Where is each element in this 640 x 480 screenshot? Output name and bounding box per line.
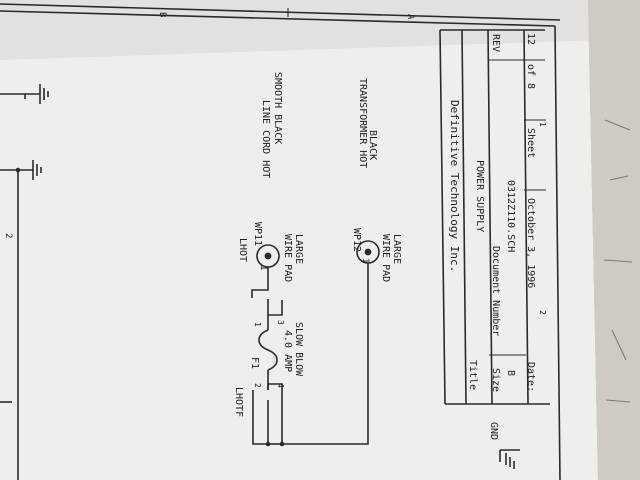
border-top-inner-line xyxy=(0,10,556,27)
date-value: October 3, 1996 xyxy=(525,198,536,288)
size-value: B xyxy=(505,370,516,376)
gnd-net-label: GND xyxy=(488,422,499,440)
ground-symbol-mid xyxy=(32,160,42,180)
wp11-type-1: WIRE PAD xyxy=(282,234,293,282)
column-mark-1: 1 xyxy=(538,122,547,127)
sheet-label: Sheet xyxy=(525,128,536,158)
wp11-type-2: LARGE xyxy=(293,234,304,264)
f1-pin-4: 4 xyxy=(276,383,285,388)
ground-symbol-top xyxy=(39,84,49,104)
wp12-wire-pad-center xyxy=(364,248,372,256)
f1-ref: F1 xyxy=(249,357,260,369)
column-mark-2: 2 xyxy=(538,310,547,315)
document-number-label: Document Number xyxy=(490,246,501,336)
wp11-pin: 1 xyxy=(258,265,268,270)
ground-symbol-gnd xyxy=(499,449,520,469)
document-number-value: 0312Z110.SCH xyxy=(505,180,516,252)
company-name: Definitive Technology Inc. xyxy=(448,100,461,272)
wp12-ref: WP12 xyxy=(351,228,362,252)
underlying-page xyxy=(588,0,640,480)
f1-rating: 4.0 AMP xyxy=(282,330,293,372)
wp12-type-1: WIRE PAD xyxy=(380,234,391,282)
fuse-bottom-bracket xyxy=(267,383,283,400)
wp11-ref: WP11 xyxy=(252,222,263,246)
f1-fuse-symbol xyxy=(258,329,278,371)
lhot-net-label: LHOT xyxy=(237,238,248,262)
border-right-line xyxy=(554,25,561,480)
underlying-page-marks xyxy=(603,119,633,403)
wp11-note-2: SMOOTH BLACK xyxy=(272,72,283,144)
border-top-line xyxy=(0,3,561,21)
wp11-note-1: LINE CORD HOT xyxy=(260,100,271,178)
title-block: Definitive Technology Inc. Title POWER S… xyxy=(439,29,550,405)
zone-label-a: A xyxy=(405,14,415,20)
f1-pin-2: 2 xyxy=(253,383,262,388)
sheet-total: 12 xyxy=(525,33,536,45)
title-block-divider-2 xyxy=(487,29,493,405)
wp12-type-2: LARGE xyxy=(391,234,402,264)
title-label: Title xyxy=(467,360,478,390)
f1-pin-1: 1 xyxy=(253,322,262,327)
wire-lhot xyxy=(251,267,269,298)
lhotf-net-label: LHOTF xyxy=(233,387,244,417)
schematic-sheet xyxy=(0,0,598,480)
junction-dot-lhotf xyxy=(265,441,271,447)
wire-transformer-hot xyxy=(282,263,369,445)
f1-type: SLOW BLOW xyxy=(293,322,304,377)
junction-dot xyxy=(15,167,21,173)
date-label: Date: xyxy=(525,362,536,392)
title-block-frame-left xyxy=(439,29,446,405)
f1-pin-3: 3 xyxy=(276,320,285,325)
title-value: POWER SUPPLY xyxy=(474,160,485,232)
rev-label: REV xyxy=(490,34,501,52)
wp12-note-2: BLACK xyxy=(367,130,378,160)
title-block-divider-3 xyxy=(523,29,529,405)
fuse-top-bracket xyxy=(267,299,283,316)
wire-lhotf xyxy=(252,390,269,445)
edge-net-label: 2 xyxy=(3,233,13,238)
title-block-divider-1 xyxy=(461,29,467,405)
wp12-pin: 1 xyxy=(360,258,370,263)
size-label: Size xyxy=(490,368,501,392)
sheet-number: 8 xyxy=(525,83,536,89)
sheet-of: of xyxy=(525,64,536,76)
wp12-note-1: TRANSFORMER HOT xyxy=(357,78,368,168)
zone-label-b: B xyxy=(157,12,167,17)
wp11-wire-pad-center xyxy=(264,252,272,260)
